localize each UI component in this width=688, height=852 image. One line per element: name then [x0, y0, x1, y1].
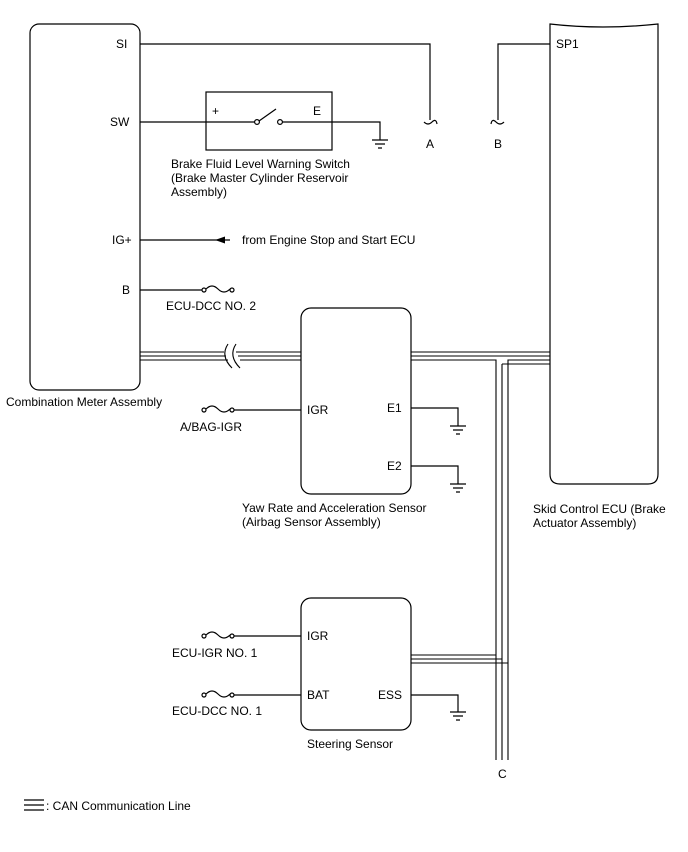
brake-switch-label-3: Assembly) — [171, 185, 227, 199]
skid-ecu-label-1: Skid Control ECU (Brake — [533, 502, 666, 516]
switch-e-wire — [282, 121, 381, 140]
yaw-sensor-label-1: Yaw Rate and Acceleration Sensor — [242, 501, 427, 515]
skid-control-ecu-box — [549, 23, 659, 485]
ground-e2 — [450, 483, 466, 493]
connector-b-label: B — [494, 137, 502, 151]
fuse-ecu-dcc1-right — [229, 692, 235, 698]
fuse-ecu-dcc1-left — [201, 692, 207, 698]
yaw-pin-igr: IGR — [307, 403, 329, 417]
steer-pin-ess: ESS — [378, 688, 402, 702]
si-wire — [140, 43, 431, 120]
can-break-left — [224, 343, 233, 369]
steer-pin-igr: IGR — [307, 629, 329, 643]
switch-e-label: E — [313, 104, 321, 118]
fuse-abag-left — [201, 407, 207, 413]
can-yaw-out-3 — [411, 359, 497, 760]
yaw-e1-wire — [411, 407, 459, 426]
steer-ess-wire — [411, 694, 459, 712]
steering-sensor-label: Steering Sensor — [307, 737, 393, 751]
fuse-abag-label: A/BAG-IGR — [180, 420, 242, 434]
sp1-wire — [497, 43, 550, 120]
fuse-ecu-dcc2-right — [229, 287, 235, 293]
ground-e1 — [450, 425, 466, 435]
steer-pin-bat: BAT — [307, 688, 330, 702]
brake-switch-box — [205, 91, 333, 151]
yaw-rate-sensor-box — [300, 307, 412, 495]
skid-pin-sp1: SP1 — [556, 37, 579, 51]
yaw-sensor-label-2: (Airbag Sensor Assembly) — [242, 515, 381, 529]
switch-plus-label: + — [212, 104, 219, 118]
fuse-ecu-dcc2-wave — [205, 285, 231, 293]
yaw-e2-wire — [411, 465, 459, 484]
fuse-ecu-igr1-left — [201, 633, 207, 639]
switch-contact-left — [254, 118, 261, 125]
fuse-ecu-igr1-right — [229, 633, 235, 639]
switch-contact-right — [277, 118, 284, 125]
brake-switch-label-2: (Brake Master Cylinder Reservoir — [171, 171, 348, 185]
meter-pin-b: B — [122, 283, 130, 297]
fuse-abag-right — [229, 407, 235, 413]
ground-ess — [450, 711, 466, 721]
meter-pin-sw: SW — [110, 115, 130, 129]
ig-source-note: from Engine Stop and Start ECU — [242, 233, 415, 247]
skid-ecu-label-2: Actuator Assembly) — [533, 516, 636, 530]
yaw-pin-e1: E1 — [387, 401, 402, 415]
switch-blade — [258, 108, 277, 122]
meter-pin-si: SI — [116, 37, 127, 51]
connector-a-label: A — [426, 137, 434, 151]
connector-b-break — [490, 119, 505, 125]
connector-c-label: C — [498, 767, 507, 781]
ig-arrowhead — [215, 236, 225, 244]
fuse-ecu-igr1-label: ECU-IGR NO. 1 — [172, 646, 258, 660]
meter-pin-ig: IG+ — [112, 233, 132, 247]
fuse-abag-wave — [205, 405, 231, 413]
combination-meter-label: Combination Meter Assembly — [6, 395, 162, 409]
combination-meter-box — [29, 23, 141, 391]
fuse-ecu-dcc2-left — [201, 287, 207, 293]
connector-a-break — [423, 119, 438, 125]
fuse-ecu-dcc2-label: ECU-DCC NO. 2 — [166, 299, 256, 313]
ground-switch — [372, 139, 388, 149]
can-break-right — [232, 343, 241, 369]
can-branch-top — [507, 359, 550, 760]
fuse-ecu-igr1-wave — [205, 631, 231, 639]
steering-sensor-box — [300, 597, 412, 731]
brake-switch-label-1: Brake Fluid Level Warning Switch — [171, 157, 350, 171]
fuse-ecu-dcc1-wave — [205, 690, 231, 698]
yaw-pin-e2: E2 — [387, 459, 402, 473]
can-legend-label: : CAN Communication Line — [46, 799, 191, 813]
fuse-ecu-dcc1-label: ECU-DCC NO. 1 — [172, 704, 262, 718]
can-legend-symbol — [24, 799, 44, 811]
